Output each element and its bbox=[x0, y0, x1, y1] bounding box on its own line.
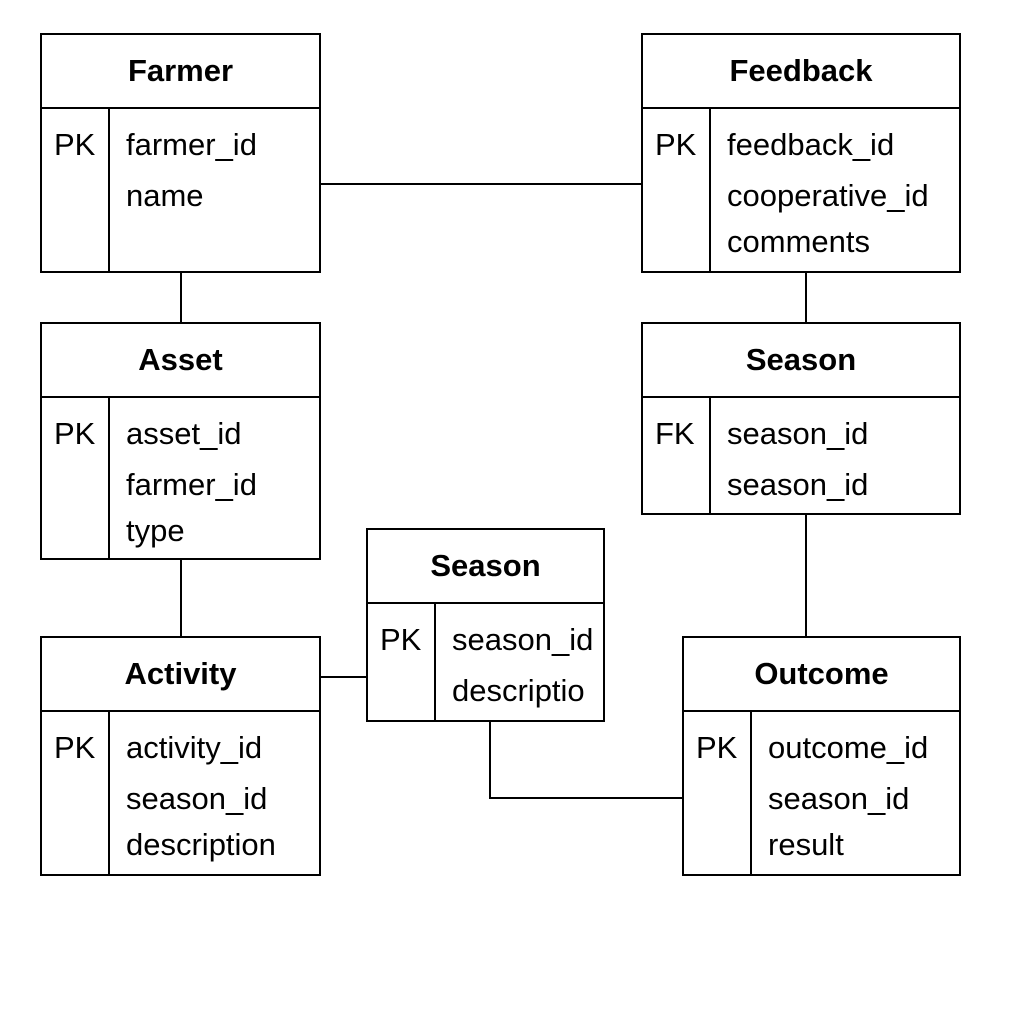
attribute-list: farmer_id name bbox=[126, 127, 319, 219]
key-column: PK bbox=[42, 398, 110, 558]
attribute-list: activity_id season_id description bbox=[126, 730, 319, 868]
entity-title: Outcome bbox=[684, 638, 959, 712]
attribute: cooperative_id bbox=[727, 178, 929, 213]
attribute: season_id bbox=[727, 467, 869, 502]
attribute: asset_id bbox=[126, 416, 242, 451]
key-column: FK bbox=[643, 398, 711, 513]
key-label: PK bbox=[380, 622, 422, 657]
attribute-list: outcome_id season_id result bbox=[768, 730, 959, 868]
link-season-outcome-elbow bbox=[489, 722, 683, 799]
entity-season-center[interactable]: Season PK season_id descriptio bbox=[366, 528, 605, 722]
entity-activity[interactable]: Activity PK activity_id season_id descri… bbox=[40, 636, 321, 876]
key-column: PK bbox=[643, 109, 711, 271]
entity-body: PK activity_id season_id description bbox=[42, 712, 319, 874]
entity-season-right[interactable]: Season FK season_id season_id bbox=[641, 322, 961, 515]
entity-body: PK feedback_id cooperative_id comments bbox=[643, 109, 959, 271]
attribute: farmer_id bbox=[126, 467, 257, 502]
attribute: season_id bbox=[768, 781, 910, 816]
entity-title: Asset bbox=[42, 324, 319, 398]
entity-body: PK outcome_id season_id result bbox=[684, 712, 959, 874]
key-column: PK bbox=[368, 604, 436, 720]
entity-title: Feedback bbox=[643, 35, 959, 109]
attribute: activity_id bbox=[126, 730, 263, 765]
key-label: PK bbox=[655, 127, 697, 162]
key-column: PK bbox=[42, 712, 110, 874]
entity-title: Season bbox=[368, 530, 603, 604]
attribute-list: season_id descriptio bbox=[452, 622, 603, 714]
attribute: feedback_id bbox=[727, 127, 895, 162]
entity-body: PK asset_id farmer_id type bbox=[42, 398, 319, 558]
entity-outcome[interactable]: Outcome PK outcome_id season_id result bbox=[682, 636, 961, 876]
key-label: PK bbox=[696, 730, 738, 765]
attribute: season_id bbox=[126, 781, 268, 816]
attribute: result bbox=[768, 827, 844, 862]
entity-feedback[interactable]: Feedback PK feedback_id cooperative_id c… bbox=[641, 33, 961, 273]
attribute-list: asset_id farmer_id type bbox=[126, 416, 319, 554]
entity-title: Farmer bbox=[42, 35, 319, 109]
entity-body: PK season_id descriptio bbox=[368, 604, 603, 720]
key-label: PK bbox=[54, 416, 96, 451]
attribute-list: season_id season_id bbox=[727, 416, 959, 508]
entity-body: PK farmer_id name bbox=[42, 109, 319, 271]
attribute: type bbox=[126, 513, 185, 548]
attribute: season_id bbox=[727, 416, 869, 451]
key-label: PK bbox=[54, 730, 96, 765]
attribute: outcome_id bbox=[768, 730, 929, 765]
key-column: PK bbox=[42, 109, 110, 271]
key-column: PK bbox=[684, 712, 752, 874]
attribute-list: feedback_id cooperative_id comments bbox=[727, 127, 959, 265]
attribute: farmer_id bbox=[126, 127, 257, 162]
attribute: season_id bbox=[452, 622, 594, 657]
entity-asset[interactable]: Asset PK asset_id farmer_id type bbox=[40, 322, 321, 560]
attribute: comments bbox=[727, 224, 870, 259]
attribute: name bbox=[126, 178, 204, 213]
key-label: PK bbox=[54, 127, 96, 162]
entity-farmer[interactable]: Farmer PK farmer_id name bbox=[40, 33, 321, 273]
entity-body: FK season_id season_id bbox=[643, 398, 959, 513]
key-label: FK bbox=[655, 416, 695, 451]
attribute: description bbox=[126, 827, 276, 862]
entity-title: Activity bbox=[42, 638, 319, 712]
attribute: descriptio bbox=[452, 673, 585, 708]
entity-title: Season bbox=[643, 324, 959, 398]
